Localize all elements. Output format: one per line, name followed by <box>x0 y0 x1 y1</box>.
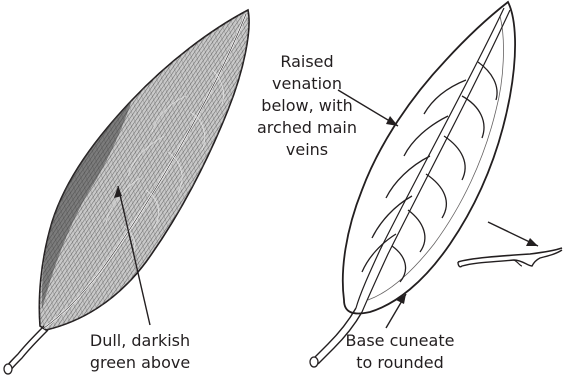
label-upper-surface-line: Dull, darkish <box>70 330 210 352</box>
label-venation-line: venation <box>252 73 362 95</box>
leaf-upper-surface <box>4 10 249 374</box>
label-venation-line: arched main <box>252 117 362 139</box>
leaf-upper-petiole <box>6 326 44 368</box>
label-base: Base cuneate to rounded <box>330 330 470 374</box>
leaf-cross-section <box>458 248 562 267</box>
label-venation: Raised venation below, with arched main … <box>252 51 362 161</box>
label-upper-surface-line: green above <box>70 352 210 374</box>
leaf-lower-blade <box>343 2 515 314</box>
label-upper-surface: Dull, darkish green above <box>70 330 210 374</box>
label-venation-line: Raised <box>252 51 362 73</box>
label-base-line: to rounded <box>330 352 470 374</box>
label-venation-line: veins <box>252 139 362 161</box>
label-venation-line: below, with <box>252 95 362 117</box>
label-base-line: Base cuneate <box>330 330 470 352</box>
